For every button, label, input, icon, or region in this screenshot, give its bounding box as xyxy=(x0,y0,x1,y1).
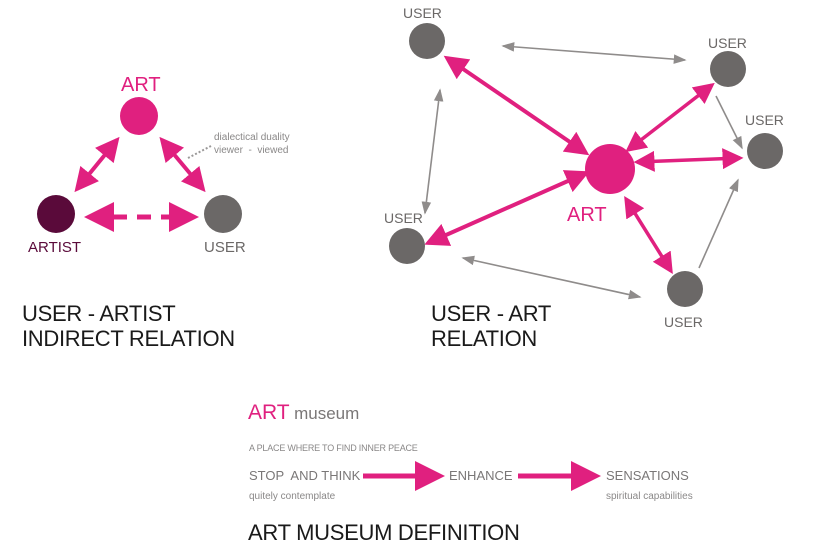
artist-label: ARTIST xyxy=(28,239,82,256)
annotation-dotted-leader xyxy=(187,145,212,159)
right-title-line2: RELATION xyxy=(431,326,537,351)
user-node-left xyxy=(389,228,425,264)
user-label-top-left: USER xyxy=(403,5,442,21)
left-diagram xyxy=(37,97,242,233)
grey-arrow-left xyxy=(421,88,444,215)
annotation-line1: dialectical duality xyxy=(214,132,290,143)
step-sensations: SENSATIONS xyxy=(606,468,689,483)
user-node-top-left xyxy=(409,23,445,59)
grey-arrow-right-lower xyxy=(698,178,739,269)
step-stop-and-think: STOP AND THINK xyxy=(249,468,361,483)
pink-arrow-bottom-left xyxy=(424,170,590,246)
museum-definition-title: ART MUSEUM DEFINITION xyxy=(248,520,520,545)
step-enhance: ENHANCE xyxy=(449,468,513,483)
left-title-line1: USER - ARTIST xyxy=(22,301,176,326)
left-art-label: ART xyxy=(121,74,161,96)
user-node-top-right xyxy=(710,51,746,87)
grey-arrow-right-upper xyxy=(715,95,743,150)
pink-arrow-top-right xyxy=(625,82,715,153)
art-node xyxy=(120,97,158,135)
museum-heading-accent: ART xyxy=(248,401,290,424)
annotation-line2: viewer - viewed xyxy=(214,145,289,156)
right-art-label: ART xyxy=(567,204,607,226)
user-node-right xyxy=(747,133,783,169)
step-sensations-sub: spiritual capabilities xyxy=(606,491,693,502)
user-label-right: USER xyxy=(745,112,784,128)
user-label-left: USER xyxy=(384,210,423,226)
user-node xyxy=(204,195,242,233)
arrow-art-artist xyxy=(74,136,120,193)
left-user-label: USER xyxy=(204,239,246,256)
step-stop-and-think-sub: quitely contemplate xyxy=(249,491,336,502)
arrow-art-user xyxy=(159,136,206,193)
artist-node xyxy=(37,195,75,233)
museum-heading-rest: museum xyxy=(294,404,360,423)
pink-arrow-top-left xyxy=(443,55,590,156)
pink-arrow-right xyxy=(633,148,744,172)
art-node xyxy=(585,144,635,194)
user-label-bottom: USER xyxy=(664,314,703,330)
user-label-top-right: USER xyxy=(708,35,747,51)
grey-arrow-bottom xyxy=(461,255,642,300)
pink-arrow-bottom-right xyxy=(624,196,673,274)
user-node-bottom xyxy=(667,271,703,307)
museum-heading: ART museum xyxy=(248,402,359,423)
museum-tagline: A PLACE WHERE TO FIND INNER PEACE xyxy=(249,443,418,453)
grey-arrow-top xyxy=(501,42,687,64)
right-diagram xyxy=(389,23,783,307)
right-title-line1: USER - ART xyxy=(431,301,552,326)
left-title-line2: INDIRECT RELATION xyxy=(22,326,235,351)
